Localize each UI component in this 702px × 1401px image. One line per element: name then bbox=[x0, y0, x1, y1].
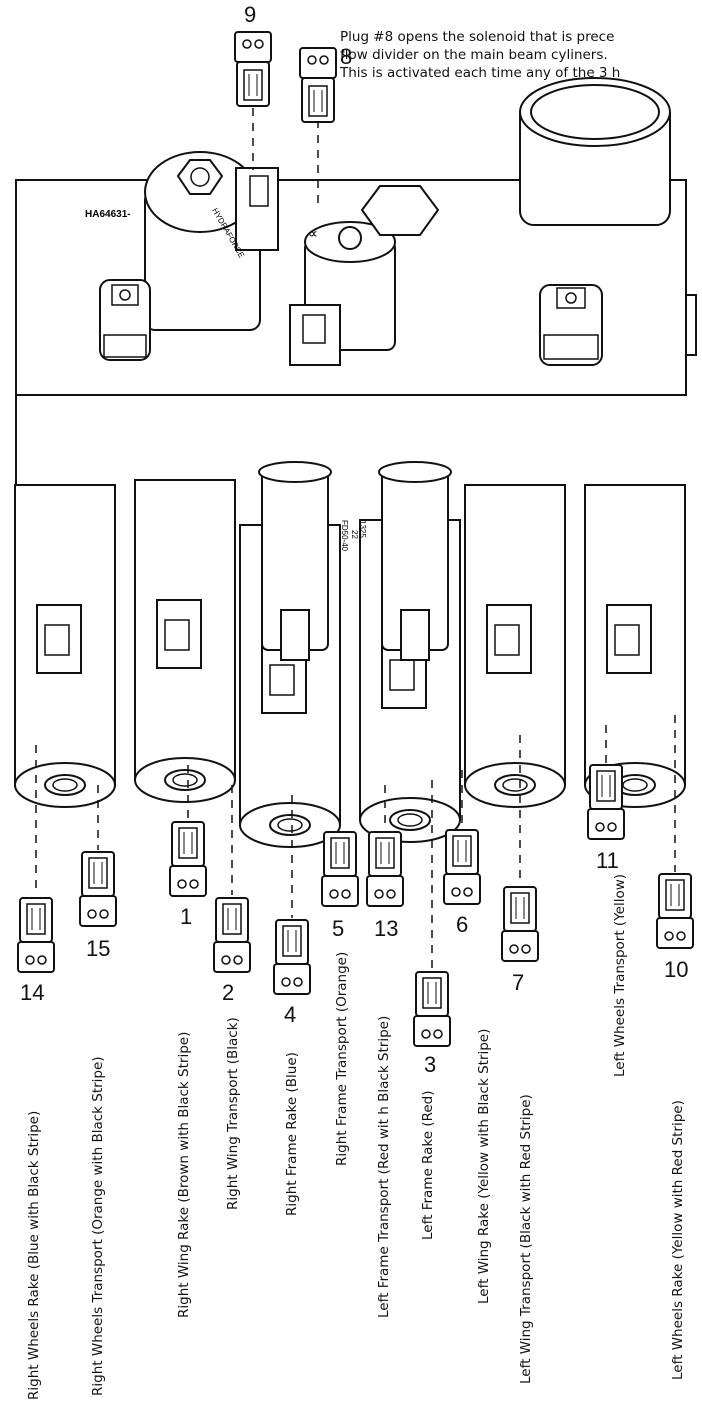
label-plug-3: Left Frame Rake (Red) bbox=[420, 1090, 436, 1240]
plug-number-14: 14 bbox=[20, 980, 45, 1005]
pressure-fitting-right bbox=[539, 284, 603, 366]
cartridge-code-3: 1325 bbox=[358, 520, 367, 538]
label-plug-1: Right Wing Rake (Brown with Black Stripe… bbox=[176, 1031, 192, 1318]
plug-number-9: 9 bbox=[244, 2, 257, 27]
hex-cap bbox=[360, 185, 440, 236]
plug-number-13: 13 bbox=[374, 916, 399, 941]
label-plug-7: Left Wing Transport (Black with Red Stri… bbox=[518, 1094, 534, 1384]
label-plug-10: Left Wheels Rake (Yellow with Red Stripe… bbox=[670, 1100, 686, 1380]
plug-number-2: 2 bbox=[222, 980, 235, 1005]
plug-number-7: 7 bbox=[512, 970, 525, 995]
note-line-3: This is activated each time any of the 3… bbox=[340, 65, 621, 81]
cartridge-code-2: 22 bbox=[350, 530, 359, 539]
label-plug-4: Right Frame Rake (Blue) bbox=[284, 1052, 300, 1216]
plug-number-6: 6 bbox=[456, 912, 469, 937]
plug-number-3: 3 bbox=[424, 1052, 437, 1077]
cartridge-valves: FD50-40 22 1325 bbox=[258, 461, 452, 661]
label-plug-11: Left Wheels Transport (Yellow) bbox=[612, 873, 628, 1077]
solenoid-bank bbox=[14, 479, 686, 848]
leader-lines bbox=[35, 108, 676, 970]
label-plug-14: Right Wheels Rake (Blue with Black Strip… bbox=[26, 1110, 42, 1400]
plug-number-15: 15 bbox=[86, 936, 111, 961]
plug-number-8: 8 bbox=[340, 44, 353, 69]
plug-number-4: 4 bbox=[284, 1002, 297, 1027]
label-plug-5: Right Frame Transport (Orange) bbox=[334, 951, 350, 1166]
plug-number-5: 5 bbox=[332, 916, 345, 941]
solenoid-valve-8: ∝ bbox=[289, 221, 396, 366]
note-line-2: flow divider on the main beam cyliners. bbox=[340, 47, 608, 63]
plug-number-10: 10 bbox=[664, 957, 689, 982]
label-plug-2: Right Wing Transport (Black) bbox=[225, 1017, 241, 1210]
note-line-1: Plug #8 opens the solenoid that is prece bbox=[340, 29, 615, 45]
label-plug-13: Left Frame Transport (Red wit h Black St… bbox=[376, 1015, 392, 1318]
pressure-gauge bbox=[519, 77, 671, 226]
plug-number-1: 1 bbox=[180, 904, 193, 929]
label-plug-15: Right Wheels Transport (Orange with Blac… bbox=[90, 1056, 106, 1396]
svg-text:∝: ∝ bbox=[308, 225, 318, 241]
plug-number-11: 11 bbox=[596, 848, 619, 873]
solenoid-valve-9: HA64631- HYDRAFORCE bbox=[85, 151, 279, 331]
label-plug-6: Left Wing Rake (Yellow with Black Stripe… bbox=[476, 1028, 492, 1304]
part-number: HA64631- bbox=[85, 209, 131, 220]
cartridge-code-1: FD50-40 bbox=[340, 520, 349, 552]
pressure-fitting-left bbox=[99, 279, 151, 361]
